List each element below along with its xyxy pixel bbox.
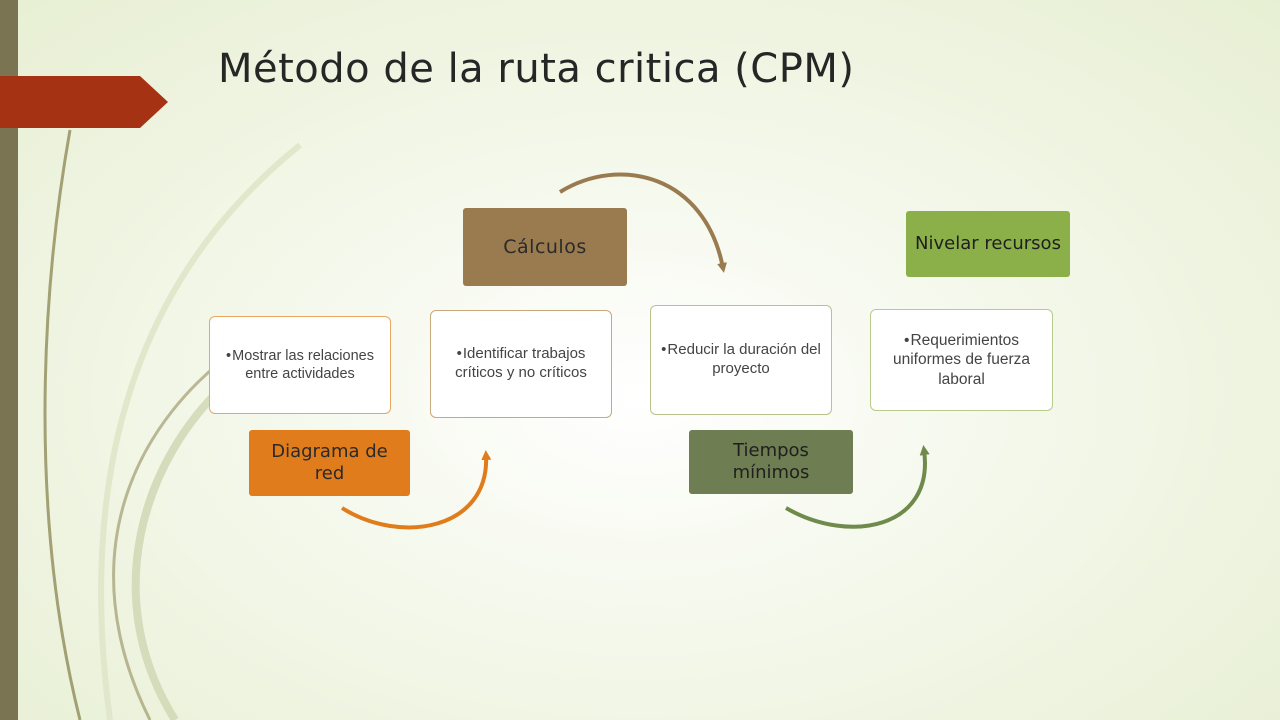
step-4-label-text: Nivelar recursos bbox=[915, 233, 1061, 255]
step-2-label: Cálculos bbox=[463, 208, 627, 286]
step-1-description-box: Mostrar las relaciones entre actividades bbox=[209, 316, 391, 414]
step-4-description-box: Requerimientos uniformes de fuerza labor… bbox=[870, 309, 1053, 411]
step-4-description: Requerimientos uniformes de fuerza labor… bbox=[881, 331, 1042, 389]
step-3-label: Tiempos mínimos bbox=[689, 430, 853, 494]
step-2-label-text: Cálculos bbox=[503, 235, 587, 258]
step-1-label-text: Diagrama de red bbox=[271, 441, 388, 484]
step-2-description-box: Identificar trabajos críticos y no críti… bbox=[430, 310, 612, 418]
step-1-label: Diagrama de red bbox=[249, 430, 410, 496]
slide-title: Método de la ruta critica (CPM) bbox=[218, 46, 855, 92]
step-1-description: Mostrar las relaciones entre actividades bbox=[220, 347, 380, 383]
step-3-description: Reducir la duración del proyecto bbox=[661, 341, 821, 379]
title-accent-tab bbox=[0, 76, 168, 128]
step-3-label-text: Tiempos mínimos bbox=[732, 440, 810, 483]
step-4-label: Nivelar recursos bbox=[906, 211, 1070, 277]
step-3-description-box: Reducir la duración del proyecto bbox=[650, 305, 832, 415]
left-accent-bar bbox=[0, 0, 18, 720]
step-2-description: Identificar trabajos críticos y no críti… bbox=[441, 345, 601, 383]
